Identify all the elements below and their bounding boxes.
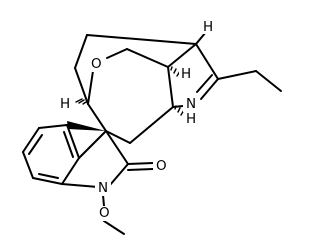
bond-benz-5 [61,157,80,185]
atom-h-right: H [186,111,196,127]
bond-n-to-benz [61,183,99,188]
bond-leftc-to-spiro [87,103,107,132]
bond-benz-2 [22,127,40,153]
bond-benz-6 [66,124,80,159]
bonds [22,31,282,235]
atom-o-ether: O [91,56,102,72]
bond-spiro-to-ch2 [105,130,131,144]
bond-topc-to-cimine [195,43,219,80]
bond-c2-to-c [167,66,174,108]
hash-bond-left-h [75,98,87,105]
bond-bridge-left [74,34,88,69]
atom-n-lactam: N [98,180,108,196]
atom-o-carbonyl: O [156,158,167,174]
atom-h-top: H [203,19,213,35]
bond-ethyl-2 [255,70,282,92]
molecule-structure: H O H H N H O N O [22,19,282,235]
bond-carbonyl-to-n [109,163,129,186]
bond-ethyl-1 [217,70,257,80]
atom-n-imine: N [186,96,196,112]
bond-co-double-1 [127,162,154,165]
bond-leftc-to-bridge [74,67,89,105]
bond-benz-inner-3 [63,131,74,158]
atom-o-methoxy: O [99,205,110,221]
bond-spiro-to-benz [78,130,107,159]
wedge-bond-spiro [67,121,106,131]
bond-benz-1 [38,124,68,129]
bond-cimine-n-double-2 [196,74,213,93]
bond-spiro-to-carbonyl [105,130,129,165]
bond-benz-inner-2 [38,173,59,179]
atom-h-left: H [60,96,70,112]
bond-c-to-topc [167,43,197,68]
bond-o-to-left-c [87,70,94,105]
bond-ch2-to-c2 [129,106,174,144]
bond-cimine-n-double-1 [200,78,219,100]
bond-n-to-c2 [172,105,184,108]
bond-o-to-ch2 [106,48,128,59]
atom-labels: H O H H N H O N O [58,19,215,221]
bond-co-double-2 [127,168,154,171]
hash-bond-bridge-h [170,66,181,77]
bond-ch2-to-c [126,48,169,68]
bond-n-to-o [102,194,105,207]
bond-o-to-ch3 [103,220,125,235]
bond-benz-inner-1 [28,134,43,155]
atom-h-bridge: H [181,66,191,82]
bond-benz-3 [22,151,34,179]
bond-benz-4 [32,177,63,185]
bond-bridge-top [86,34,197,45]
